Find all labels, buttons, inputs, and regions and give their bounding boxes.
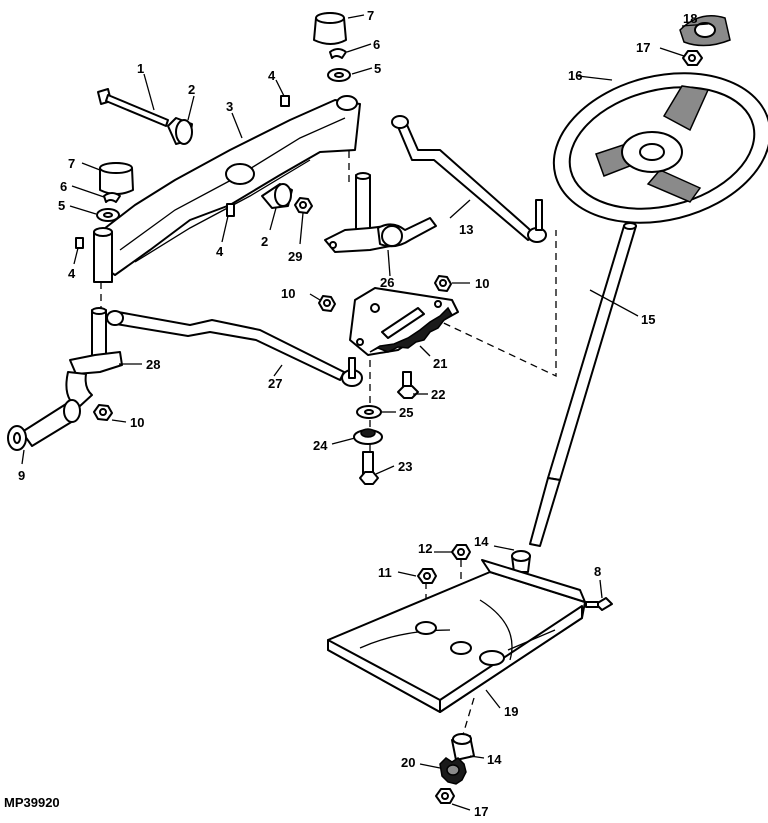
part-sector-gear-21 (349, 287, 459, 356)
callout-6-left: 6 (60, 179, 67, 194)
part-bushing-14-upper (511, 550, 531, 573)
callout-20: 20 (401, 755, 415, 770)
part-nut-12 (451, 544, 471, 560)
part-support-plate-19 (327, 559, 586, 713)
part-drag-link-27 (106, 310, 363, 387)
part-drag-link-13 (391, 115, 547, 243)
part-steering-shaft-15 (529, 222, 637, 547)
callout-21: 21 (433, 356, 447, 371)
callout-25: 25 (399, 405, 413, 420)
part-nut-10-right (434, 275, 452, 292)
callout-10-center: 10 (281, 286, 295, 301)
part-left-spindle-28 (21, 307, 123, 447)
callout-8: 8 (594, 564, 601, 579)
callout-24: 24 (313, 438, 328, 453)
callout-6-upper: 6 (373, 37, 380, 52)
callout-14-upper: 14 (474, 534, 489, 549)
callout-27: 27 (268, 376, 282, 391)
part-washer-25 (356, 405, 382, 419)
part-pinion-gear-20 (439, 757, 467, 785)
part-nut-10-center (318, 295, 336, 312)
callout-17-upper: 17 (636, 40, 650, 55)
callout-4-center: 4 (216, 244, 224, 259)
callout-7-left: 7 (68, 156, 75, 171)
part-bushing-24 (353, 428, 383, 445)
part-bolt-8 (585, 597, 613, 611)
callout-leaders (21, 14, 709, 811)
part-nut-10-left (93, 404, 113, 421)
part-clip-6-left (103, 192, 121, 203)
callout-10-left: 10 (130, 415, 144, 430)
part-bushing-2-lower (261, 183, 293, 209)
figure-id: MP39920 (4, 795, 60, 810)
part-bolt-22 (397, 371, 419, 399)
callout-13: 13 (459, 222, 473, 237)
callout-22: 22 (431, 387, 445, 402)
part-washer-5-left (96, 208, 120, 222)
callout-2-upper: 2 (188, 82, 195, 97)
callout-19: 19 (504, 704, 518, 719)
part-nut-29 (294, 197, 313, 214)
callout-17-lower: 17 (474, 804, 488, 819)
part-grease-fitting-4 (75, 95, 290, 249)
callout-28: 28 (146, 357, 160, 372)
part-bushing-2-upper (167, 117, 193, 145)
callout-23: 23 (398, 459, 412, 474)
part-steering-cap-18 (679, 15, 731, 47)
callout-5-upper: 5 (374, 61, 381, 76)
callout-9: 9 (18, 468, 25, 483)
callout-10-right: 10 (475, 276, 489, 291)
callout-29: 29 (288, 249, 302, 264)
part-axle-spindle-tube (93, 227, 113, 283)
part-front-axle-3 (99, 95, 361, 276)
callout-labels: 1 2 3 4 7 6 5 7 6 5 4 4 2 29 13 26 10 10… (18, 8, 697, 819)
part-nut-17-upper (682, 50, 703, 66)
callout-14-lower: 14 (487, 752, 502, 767)
part-nut-11 (417, 568, 437, 584)
callout-5-left: 5 (58, 198, 65, 213)
part-washer-5-upper (327, 68, 351, 82)
part-spindle-26 (324, 172, 437, 253)
callout-26: 26 (380, 275, 394, 290)
part-cap-7-left (99, 162, 134, 195)
callout-4-upper: 4 (268, 68, 276, 83)
callout-1: 1 (137, 61, 144, 76)
callout-15: 15 (641, 312, 655, 327)
callout-11: 11 (378, 565, 392, 580)
callout-18: 18 (683, 11, 697, 26)
callout-7-upper: 7 (367, 8, 374, 23)
callout-3: 3 (226, 99, 233, 114)
part-bolt-23 (359, 451, 379, 485)
part-bolt-1 (97, 88, 169, 127)
part-steering-wheel-16 (552, 72, 768, 224)
part-clip-6-upper (329, 48, 347, 59)
callout-16: 16 (568, 68, 582, 83)
callout-12: 12 (418, 541, 432, 556)
callout-2-lower: 2 (261, 234, 268, 249)
part-washer-9 (7, 425, 27, 451)
part-nut-17-lower (435, 788, 455, 804)
part-cap-7-upper (313, 12, 347, 45)
callout-4-left: 4 (68, 266, 76, 281)
